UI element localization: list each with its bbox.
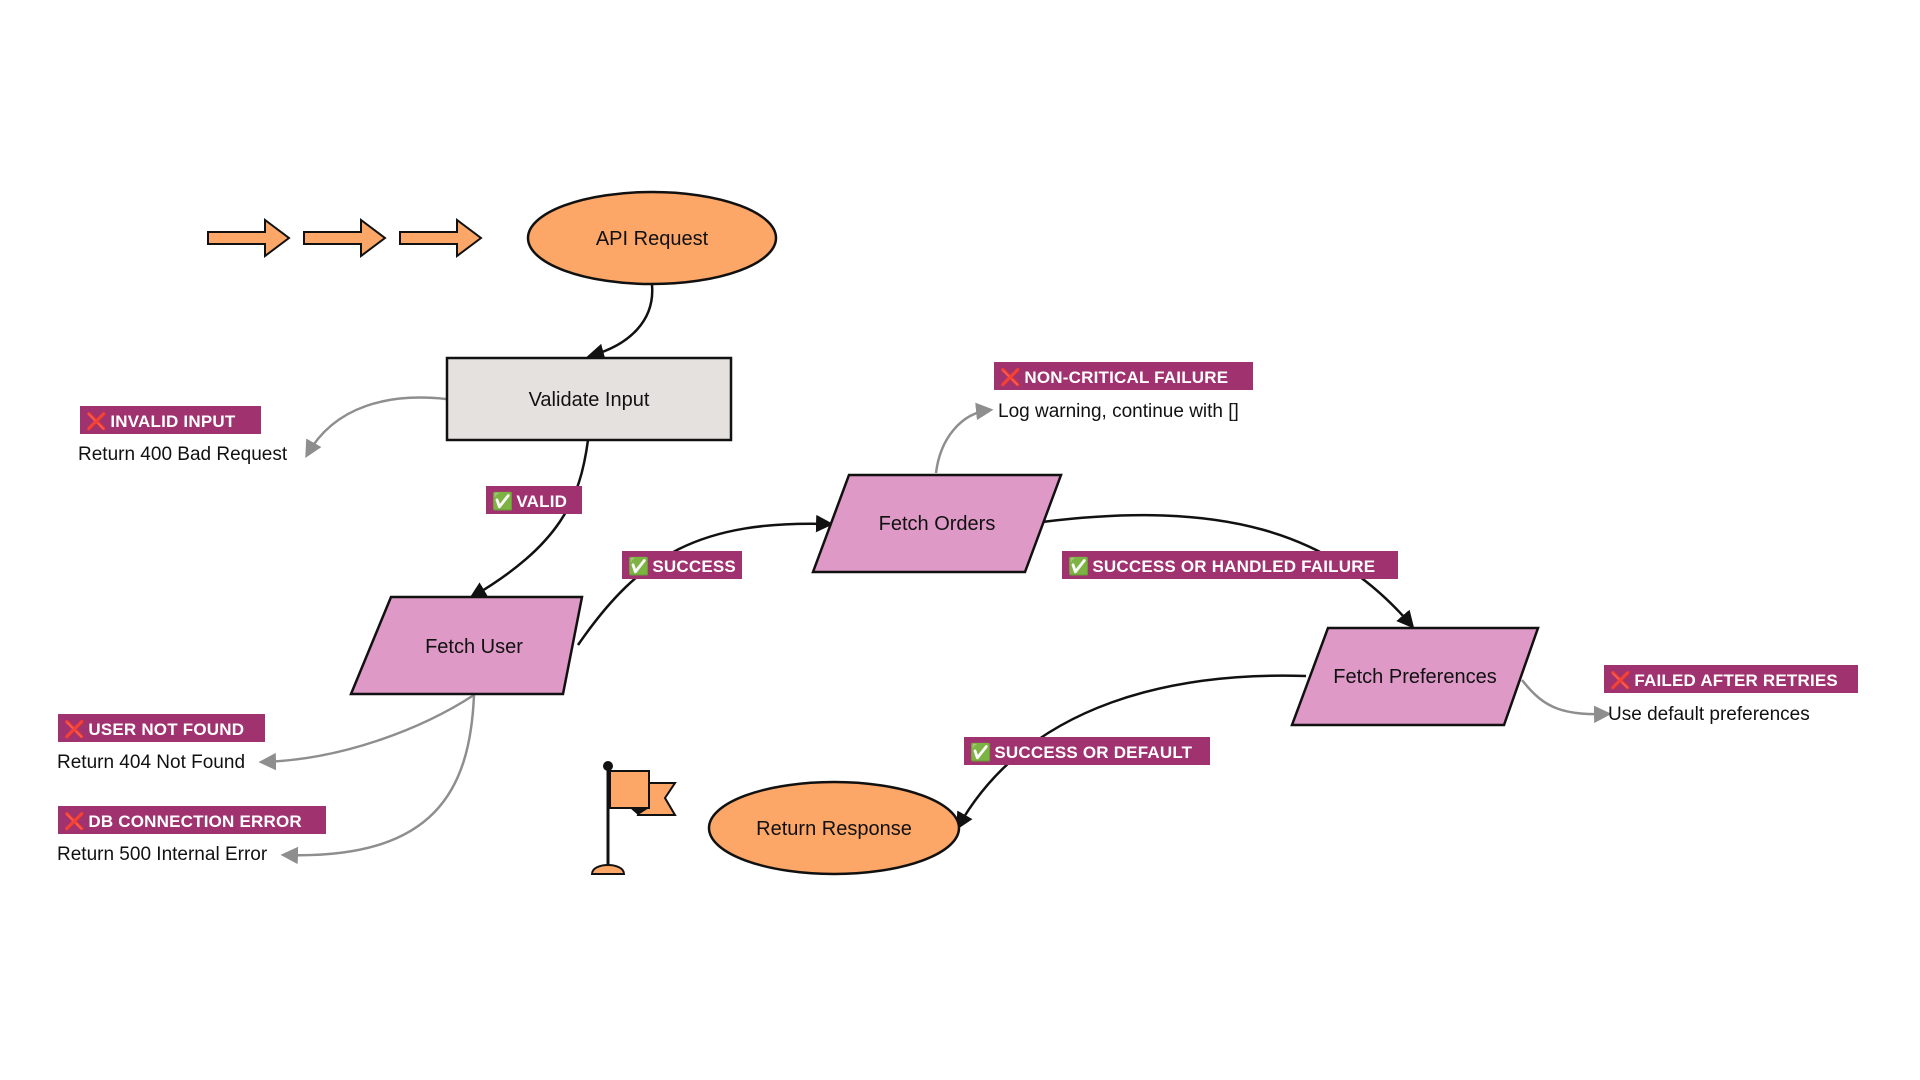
cross-icon: ❌ [64,719,85,740]
note-default-preferences: Use default preferences [1608,704,1810,725]
arrow-icon-3 [399,218,483,258]
cross-icon: ❌ [64,811,85,832]
check-icon: ✅ [492,491,513,511]
tag-failed-after-retries: ❌FAILED AFTER RETRIES [1604,665,1858,693]
tag-success-or-handled-failure: ✅SUCCESS OR HANDLED FAILURE [1062,551,1398,579]
flag-icon [590,761,677,875]
check-icon: ✅ [970,742,991,762]
tag-user-not-found: ❌USER NOT FOUND [58,714,265,742]
note-bad-request: Return 400 Bad Request [78,444,288,465]
edge-preferences-to-default [1521,679,1612,724]
tag-non-critical-failure: ❌NON-CRITICAL FAILURE [994,362,1253,390]
node-fetch-user[interactable]: Fetch User [349,595,584,696]
svg-text:✅SUCCESS OR HANDLED FAILURE: ✅SUCCESS OR HANDLED FAILURE [1068,556,1375,576]
edge-preferences-to-response [956,674,1307,831]
cross-icon: ❌ [1000,367,1021,388]
cross-icon: ❌ [86,411,107,432]
node-validate-input[interactable]: Validate Input [445,356,733,442]
tag-success-or-default: ✅SUCCESS OR DEFAULT [964,737,1210,765]
node-fetch-orders-label: Fetch Orders [879,513,996,535]
note-internal-error: Return 500 Internal Error [57,844,268,865]
node-api-request-label: API Request [596,228,709,250]
edge-orders-to-preferences [1041,513,1415,629]
svg-text:❌DB CONNECTION ERROR: ❌DB CONNECTION ERROR [64,811,302,832]
svg-text:❌USER NOT FOUND: ❌USER NOT FOUND [64,719,244,740]
svg-text:✅VALID: ✅VALID [492,491,567,511]
note-log-warning: Log warning, continue with [] [998,401,1239,422]
node-return-response-label: Return Response [756,818,912,840]
edge-fetch-user-to-orders [576,514,834,646]
svg-text:❌FAILED AFTER RETRIES: ❌FAILED AFTER RETRIES [1610,670,1838,691]
arrow-icon-1 [207,218,291,258]
cross-icon: ❌ [1610,670,1631,691]
edge-fetch-user-to-internal-error [280,694,476,865]
arrow-icon-2 [303,218,387,258]
arrow-icon [207,218,483,258]
node-fetch-orders[interactable]: Fetch Orders [811,473,1063,574]
svg-text:❌NON-CRITICAL FAILURE: ❌NON-CRITICAL FAILURE [1000,367,1228,388]
edge-request-to-validate [586,284,654,361]
node-fetch-preferences[interactable]: Fetch Preferences [1290,626,1540,727]
edge-validate-to-fetch-user [468,439,590,599]
tag-invalid-input: ❌INVALID INPUT [80,406,261,434]
check-icon: ✅ [628,556,649,576]
node-return-response[interactable]: Return Response [707,780,961,876]
node-fetch-user-label: Fetch User [425,636,523,658]
svg-text:❌INVALID INPUT: ❌INVALID INPUT [86,411,236,432]
note-not-found: Return 404 Not Found [57,752,245,773]
node-api-request[interactable]: API Request [526,190,778,286]
svg-text:✅SUCCESS: ✅SUCCESS [628,556,736,576]
edge-orders-to-log-warning [934,402,994,474]
node-validate-input-label: Validate Input [529,389,650,411]
check-icon: ✅ [1068,556,1089,576]
node-fetch-preferences-label: Fetch Preferences [1333,666,1496,688]
edge-fetch-user-to-not-found [258,693,475,771]
tag-success: ✅SUCCESS [622,551,742,579]
edge-validate-to-bad-request [305,396,447,459]
svg-text:✅SUCCESS OR DEFAULT: ✅SUCCESS OR DEFAULT [970,742,1193,762]
tag-valid: ✅VALID [486,486,582,514]
tag-db-connection-error: ❌DB CONNECTION ERROR [58,806,326,834]
